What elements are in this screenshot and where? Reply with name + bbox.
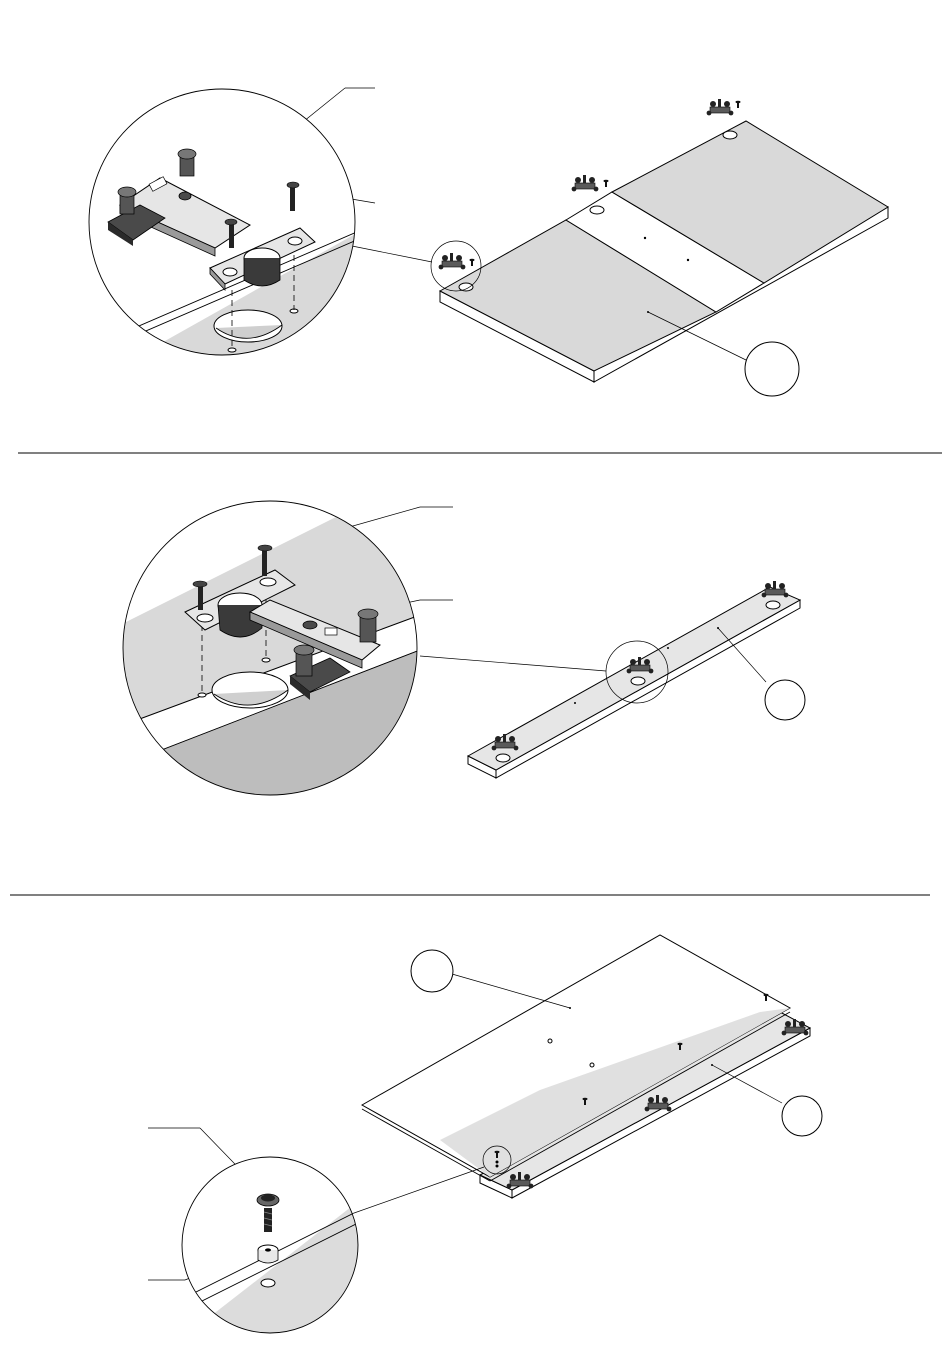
step1-panel-assembly: [431, 99, 888, 382]
step3-panel-callout: [411, 950, 453, 992]
step2-detail-magnifier: [110, 501, 440, 800]
step-1: [60, 88, 888, 400]
step2-rail-panel: [468, 581, 800, 778]
step1-hinge-mini: [439, 253, 466, 269]
step3-detail-magnifier: [180, 1157, 360, 1340]
step-3: [148, 935, 822, 1340]
step2-part-callout: [765, 680, 805, 720]
step1-part-callout: [745, 342, 799, 396]
step3-rail-callout: [782, 1096, 822, 1136]
step-2: [110, 501, 805, 800]
step1-detail-magnifier: [60, 89, 380, 400]
